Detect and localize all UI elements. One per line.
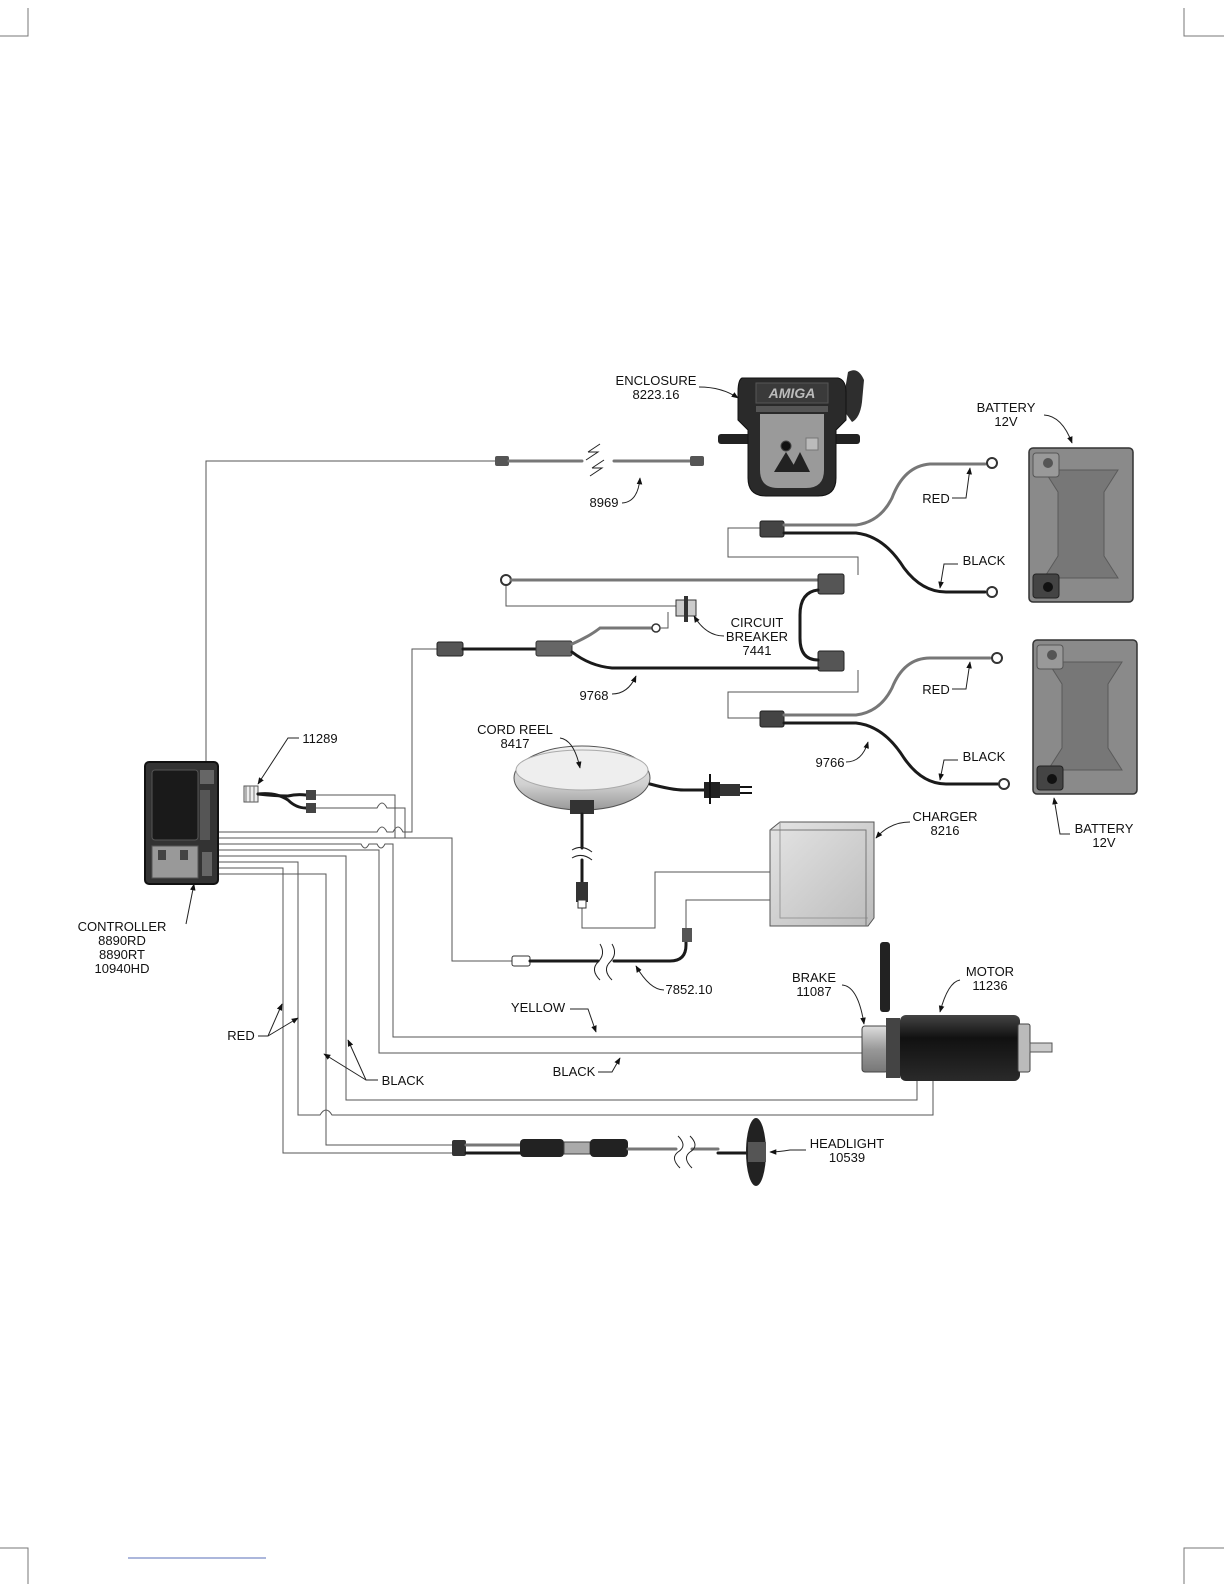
circuit-breaker-label-1: CIRCUIT (731, 615, 784, 630)
cable-7852-10-label: 7852.10 (666, 982, 713, 997)
enclosure: AMIGA (718, 370, 864, 496)
charger (770, 822, 874, 926)
cable-8969-label: 8969 (590, 495, 619, 510)
black-left-label: BLACK (382, 1073, 425, 1088)
harness-11289-label: 11289 (302, 731, 337, 746)
enclosure-label-1: ENCLOSURE (616, 373, 697, 388)
red-top-label: RED (922, 491, 949, 506)
headlight-label-1: HEADLIGHT (810, 1136, 884, 1151)
controller-label-2: 8890RD (98, 933, 146, 948)
brake-label-2: 11087 (796, 984, 831, 999)
cable-7852-10 (512, 928, 692, 980)
cord-reel (514, 746, 752, 908)
cord-reel-label-1: CORD REEL (477, 722, 553, 737)
enclosure-logo: AMIGA (768, 385, 816, 401)
controller (145, 762, 218, 884)
circuit-breaker-label-3: 7441 (743, 643, 772, 658)
black-top-label: BLACK (963, 553, 1006, 568)
circuit-breaker-label-2: BREAKER (726, 629, 788, 644)
headlight-label-2: 10539 (829, 1150, 865, 1165)
battery-bottom-label-1: BATTERY (1075, 821, 1134, 836)
harness-11289 (244, 786, 316, 813)
enclosure-label-2: 8223.16 (633, 387, 680, 402)
motor-label-2: 11236 (972, 978, 1007, 993)
motor (862, 942, 1052, 1081)
battery-top (1029, 448, 1133, 602)
black-motor-label: BLACK (553, 1064, 596, 1079)
battery-top-label-1: BATTERY (977, 400, 1036, 415)
red-mid-label: RED (922, 682, 949, 697)
controller-label-1: CONTROLLER (78, 919, 167, 934)
battery-bottom-label-2: 12V (1092, 835, 1115, 850)
headlight-harness (452, 1136, 748, 1168)
brake-label-1: BRAKE (792, 970, 836, 985)
circuit-breaker (676, 596, 696, 622)
headlight (746, 1118, 766, 1186)
harness-9768-label: 9768 (580, 688, 609, 703)
black-mid-label: BLACK (963, 749, 1006, 764)
charger-label-2: 8216 (931, 823, 960, 838)
battery-top-label-2: 12V (994, 414, 1017, 429)
harness-9766-label: 9766 (816, 755, 845, 770)
red-left-label: RED (227, 1028, 254, 1043)
yellow-label: YELLOW (511, 1000, 566, 1015)
controller-label-3: 8890RT (99, 947, 145, 962)
cord-reel-label-2: 8417 (501, 736, 530, 751)
battery-harness-9766 (760, 653, 1009, 789)
cable-8969 (495, 444, 704, 476)
controller-label-4: 10940HD (95, 961, 150, 976)
battery-bottom (1033, 640, 1137, 794)
motor-label-1: MOTOR (966, 964, 1014, 979)
charger-label-1: CHARGER (912, 809, 977, 824)
